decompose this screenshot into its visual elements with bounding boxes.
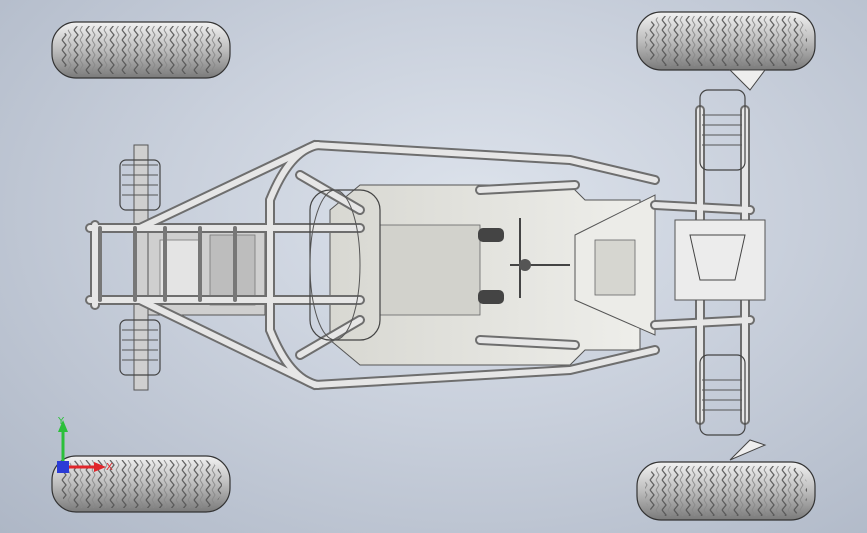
y-axis-arrow-icon [58, 420, 68, 432]
front-suspension [674, 69, 767, 461]
tire-front-left [636, 11, 816, 71]
seat [309, 189, 381, 341]
y-axis-label: Y [57, 416, 65, 427]
tire-rear-left [51, 21, 231, 79]
pedal-assembly [478, 218, 570, 304]
floor-pan [329, 184, 641, 366]
z-axis-icon [57, 461, 69, 473]
x-axis-label: X [106, 462, 113, 473]
coordinate-triad[interactable]: Y X [48, 412, 118, 482]
x-axis-arrow-icon [94, 462, 106, 472]
tire-front-right [636, 461, 816, 521]
steering-plate [574, 194, 656, 336]
rear-axle [119, 144, 161, 391]
